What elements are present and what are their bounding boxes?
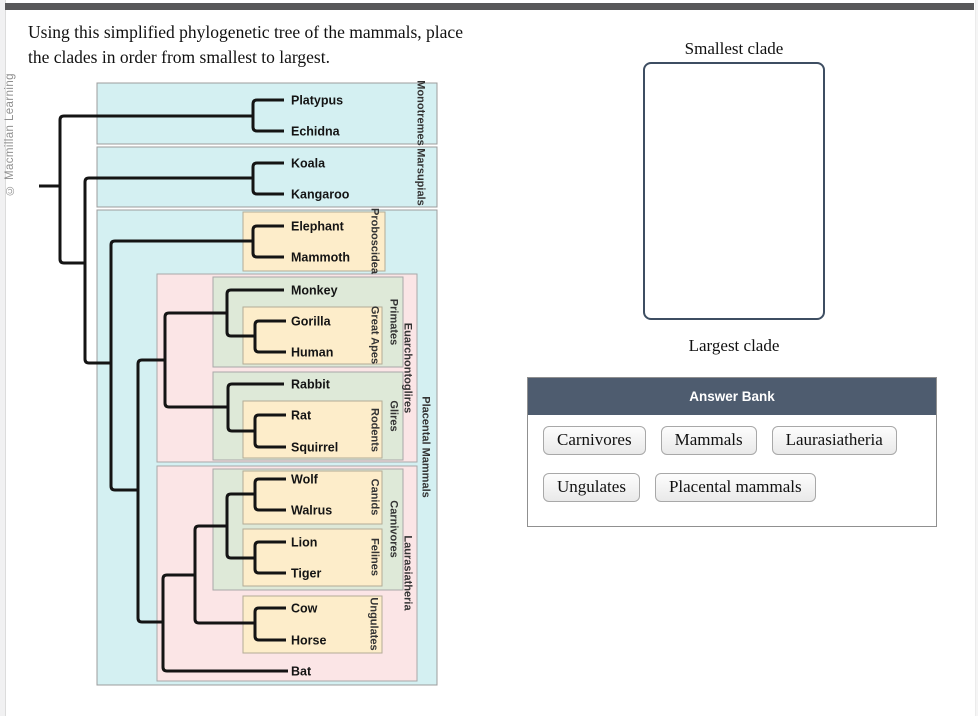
clade-label-rodents: Rodents	[368, 408, 380, 452]
taxon-mammoth: Mammoth	[291, 251, 350, 265]
clade-label-canids: Canids	[368, 479, 380, 516]
answer-chip-carnivores[interactable]: Carnivores	[543, 426, 646, 455]
clade-label-euarchontoglires: Euarchontoglires	[401, 323, 413, 413]
clade-label-glires: Glires	[387, 400, 399, 431]
clade-label-ungulates: Ungulates	[367, 597, 379, 650]
taxon-platypus: Platypus	[291, 94, 343, 108]
clade-label-marsupials: Marsupials	[414, 148, 426, 205]
largest-clade-label: Largest clade	[688, 336, 780, 355]
answer-bank-body: Carnivores Mammals Laurasiatheria Ungula…	[528, 415, 936, 502]
question-text: Using this simplified phylogenetic tree …	[28, 20, 498, 70]
taxon-wolf: Wolf	[291, 473, 319, 487]
taxon-lion: Lion	[291, 536, 317, 550]
clade-label-felines: Felines	[368, 538, 380, 576]
answer-chip-ungulates[interactable]: Ungulates	[543, 473, 640, 502]
taxon-elephant: Elephant	[291, 220, 345, 234]
taxon-echidna: Echidna	[291, 125, 341, 139]
clade-label-monotremes: Monotremes	[414, 80, 426, 145]
question-line-2: the clades in order from smallest to lar…	[28, 47, 330, 67]
tree-branches	[39, 98, 288, 673]
page-right-edge	[975, 0, 978, 716]
answer-chip-laurasiatheria[interactable]: Laurasiatheria	[771, 426, 897, 455]
clade-labels: Monotremes Marsupials Placental Mammals …	[367, 80, 431, 650]
taxon-tiger: Tiger	[291, 567, 321, 581]
answer-bank: Answer Bank Carnivores Mammals Laurasiat…	[527, 377, 937, 527]
taxon-human: Human	[291, 346, 333, 360]
taxon-walrus: Walrus	[291, 504, 332, 518]
clade-box-monotremes	[96, 82, 438, 145]
clade-drop-zone[interactable]	[643, 62, 825, 320]
clade-box-proboscidea	[242, 211, 386, 272]
taxon-horse: Horse	[291, 634, 326, 648]
smallest-clade-label: Smallest clade	[684, 39, 784, 58]
answer-bank-row-1: Carnivores Mammals Laurasiatheria	[543, 426, 936, 455]
answer-chip-placental-mammals[interactable]: Placental mammals	[654, 473, 816, 502]
taxon-rabbit: Rabbit	[291, 378, 331, 392]
answer-chip-mammals[interactable]: Mammals	[660, 426, 757, 455]
clade-box-felines	[242, 528, 383, 587]
taxon-kangaroo: Kangaroo	[291, 188, 350, 202]
taxon-cow: Cow	[291, 602, 318, 616]
clade-label-great-apes: Great Apes	[368, 306, 380, 364]
taxon-labels: Platypus Echidna Koala Kangaroo Elephant…	[291, 94, 350, 679]
clade-label-primates: Primates	[387, 299, 399, 345]
taxon-bat: Bat	[291, 665, 312, 679]
question-line-1: Using this simplified phylogenetic tree …	[28, 22, 463, 42]
answer-bank-row-2: Ungulates Placental mammals	[543, 473, 936, 502]
clade-label-placental-mammals: Placental Mammals	[419, 396, 431, 498]
top-bar	[5, 3, 974, 10]
clade-label-carnivores: Carnivores	[387, 500, 399, 557]
answer-bank-header: Answer Bank	[528, 378, 936, 415]
taxon-rat: Rat	[291, 409, 312, 423]
taxon-gorilla: Gorilla	[291, 315, 332, 329]
clade-box-great-apes	[242, 306, 383, 365]
taxon-monkey: Monkey	[291, 284, 338, 298]
taxon-squirrel: Squirrel	[291, 441, 338, 455]
clade-label-proboscidea: Proboscidea	[368, 208, 380, 275]
clade-label-laurasiatheria: Laurasiatheria	[401, 535, 413, 611]
page-left-edge	[0, 0, 6, 716]
taxon-koala: Koala	[291, 157, 326, 171]
